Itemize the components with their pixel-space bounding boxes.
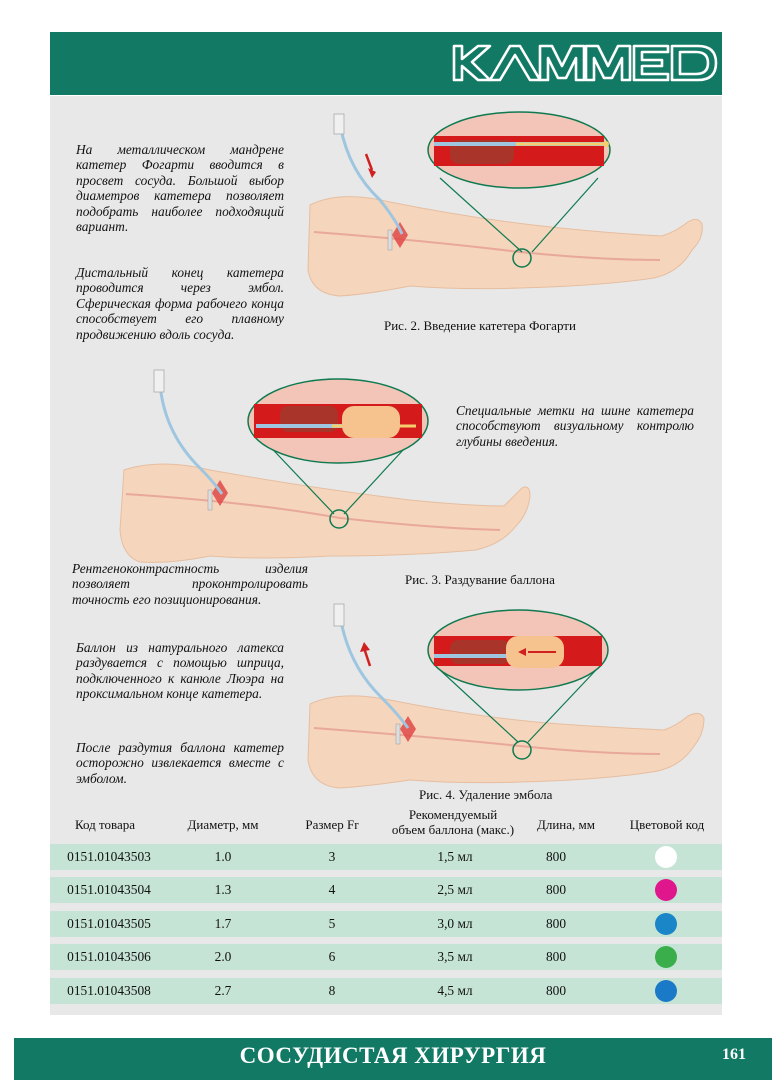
cell-volume: 3,5 мл bbox=[437, 949, 473, 964]
cell-size: 4 bbox=[328, 882, 336, 897]
leg-shape bbox=[119, 463, 531, 563]
paragraph-embolus-removal: После раздутия баллона катетер осторожно… bbox=[76, 740, 284, 786]
header-size: Размер Fr bbox=[305, 817, 359, 832]
table-row: 0151.01043503 1.0 3 1,5 мл 800 bbox=[50, 844, 722, 870]
footer-bar: СОСУДИСТАЯ ХИРУРГИЯ 161 bbox=[14, 1038, 772, 1080]
cell-length: 800 bbox=[545, 882, 567, 897]
cell-size: 5 bbox=[328, 916, 336, 931]
cell-volume: 2,5 мл bbox=[437, 882, 473, 897]
cell-code: 0151.01043505 bbox=[67, 916, 151, 931]
cell-code: 0151.01043504 bbox=[67, 882, 151, 897]
figure-4-illustration bbox=[307, 603, 705, 789]
header-diameter: Диаметр, мм bbox=[187, 817, 259, 832]
cell-code: 0151.01043503 bbox=[67, 849, 151, 864]
header-color: Цветовой код bbox=[629, 817, 705, 832]
figure-2-illustration bbox=[307, 111, 703, 297]
cell-diameter: 1.7 bbox=[214, 916, 232, 931]
paragraph-distal-end: Дистальный конец катетера проводится чер… bbox=[76, 265, 284, 342]
color-code-dot bbox=[655, 946, 677, 968]
caption-figure-3: Рис. 3. Раздувание баллона bbox=[405, 572, 555, 587]
cell-length: 800 bbox=[545, 849, 567, 864]
cell-code: 0151.01043506 bbox=[67, 949, 151, 964]
cell-length: 800 bbox=[545, 983, 567, 998]
cell-volume: 4,5 мл bbox=[437, 983, 473, 998]
cell-diameter: 2.7 bbox=[214, 983, 232, 998]
section-title: СОСУДИСТАЯ ХИРУРГИЯ bbox=[239, 1043, 547, 1068]
table-row: 0151.01043508 2.7 8 4,5 мл 800 bbox=[50, 978, 722, 1004]
cell-code: 0151.01043508 bbox=[67, 983, 151, 998]
cell-length: 800 bbox=[545, 916, 567, 931]
color-code-dot bbox=[655, 879, 677, 901]
header-volume-line2: объем баллона (макс.) bbox=[391, 822, 515, 837]
header-code: Код товара bbox=[74, 817, 136, 832]
table-row: 0151.01043504 1.3 4 2,5 мл 800 bbox=[50, 877, 722, 903]
leg-shape bbox=[307, 695, 705, 789]
paragraph-mandrel-insertion: На металлическом мандрене катетер Фогарт… bbox=[76, 142, 284, 235]
color-code-dot bbox=[655, 913, 677, 935]
cell-size: 3 bbox=[328, 849, 336, 864]
cell-volume: 3,0 мл bbox=[437, 916, 473, 931]
cell-length: 800 bbox=[545, 949, 567, 964]
leg-shape bbox=[307, 196, 703, 297]
kammed-logo bbox=[452, 44, 718, 82]
table-row: 0151.01043506 2.0 6 3,5 мл 800 bbox=[50, 944, 722, 970]
paragraph-radiopacity: Рентгеноконтрастность изделия позволяет … bbox=[72, 561, 308, 607]
header-length: Длина, мм bbox=[537, 817, 595, 832]
paragraph-catheter-marks: Специальные метки на шине катетера спосо… bbox=[456, 403, 694, 449]
page-number: 161 bbox=[722, 1046, 746, 1063]
cell-size: 6 bbox=[328, 949, 336, 964]
cell-diameter: 2.0 bbox=[214, 949, 232, 964]
cell-diameter: 1.3 bbox=[214, 882, 232, 897]
header-volume-line1: Рекомендуемый bbox=[408, 807, 498, 822]
table-header: Код товара Диаметр, мм Размер Fr Рекомен… bbox=[50, 808, 722, 842]
cell-volume: 1,5 мл bbox=[437, 849, 473, 864]
caption-figure-2: Рис. 2. Введение катетера Фогарти bbox=[384, 318, 576, 333]
cell-diameter: 1.0 bbox=[214, 849, 232, 864]
caption-figure-4: Рис. 4. Удаление эмбола bbox=[419, 787, 553, 802]
table-row: 0151.01043505 1.7 5 3,0 мл 800 bbox=[50, 911, 722, 937]
paragraph-balloon-latex: Баллон из натурального латекса раздувает… bbox=[76, 640, 284, 702]
color-code-dot bbox=[655, 980, 677, 1002]
figure-3-illustration bbox=[119, 369, 531, 563]
cell-size: 8 bbox=[328, 983, 336, 998]
color-code-dot bbox=[655, 846, 677, 868]
